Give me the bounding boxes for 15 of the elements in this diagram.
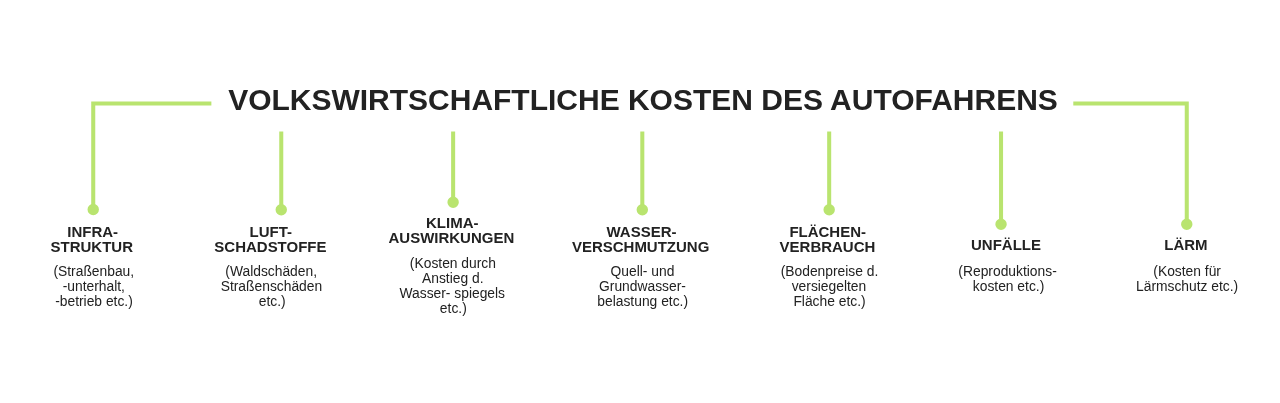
node-text: FLÄCHEN- VERBRAUCH (Bodenpreise d. versiegelten Fläche etc.) (779, 222, 879, 310)
node-text: KLIMA- AUSWIRKUNGEN (Kosten durch Anstieg d. Wasser- spiegels etc.) (388, 214, 515, 316)
connector (87, 101, 212, 216)
node-text: WASSER- VERSCHMUTZUNG Quell- und Grundwasser- belastung etc.) (571, 222, 710, 310)
connector (1073, 101, 1193, 231)
node-text: VOLKSWIRTSCHAFTLICHE KOSTEN DES AUTOFAHRENS (228, 82, 1058, 116)
node-text: LÄRM (Kosten für Lärmschutz etc.) (1136, 236, 1239, 295)
connector (823, 131, 835, 216)
connector (275, 131, 287, 216)
node-text: INFRA- STRUKTUR (Straßenbau, -unterhalt, -betrieb etc.) (50, 222, 135, 310)
connector (636, 131, 648, 216)
connector (447, 131, 459, 208)
connector (995, 131, 1007, 230)
node-text: UNFÄLLE (Reproduktions- kosten etc.) (958, 236, 1057, 295)
node-text: LUFT- SCHADSTOFFE (Waldschäden, Straßenschäden etc.) (214, 222, 327, 310)
